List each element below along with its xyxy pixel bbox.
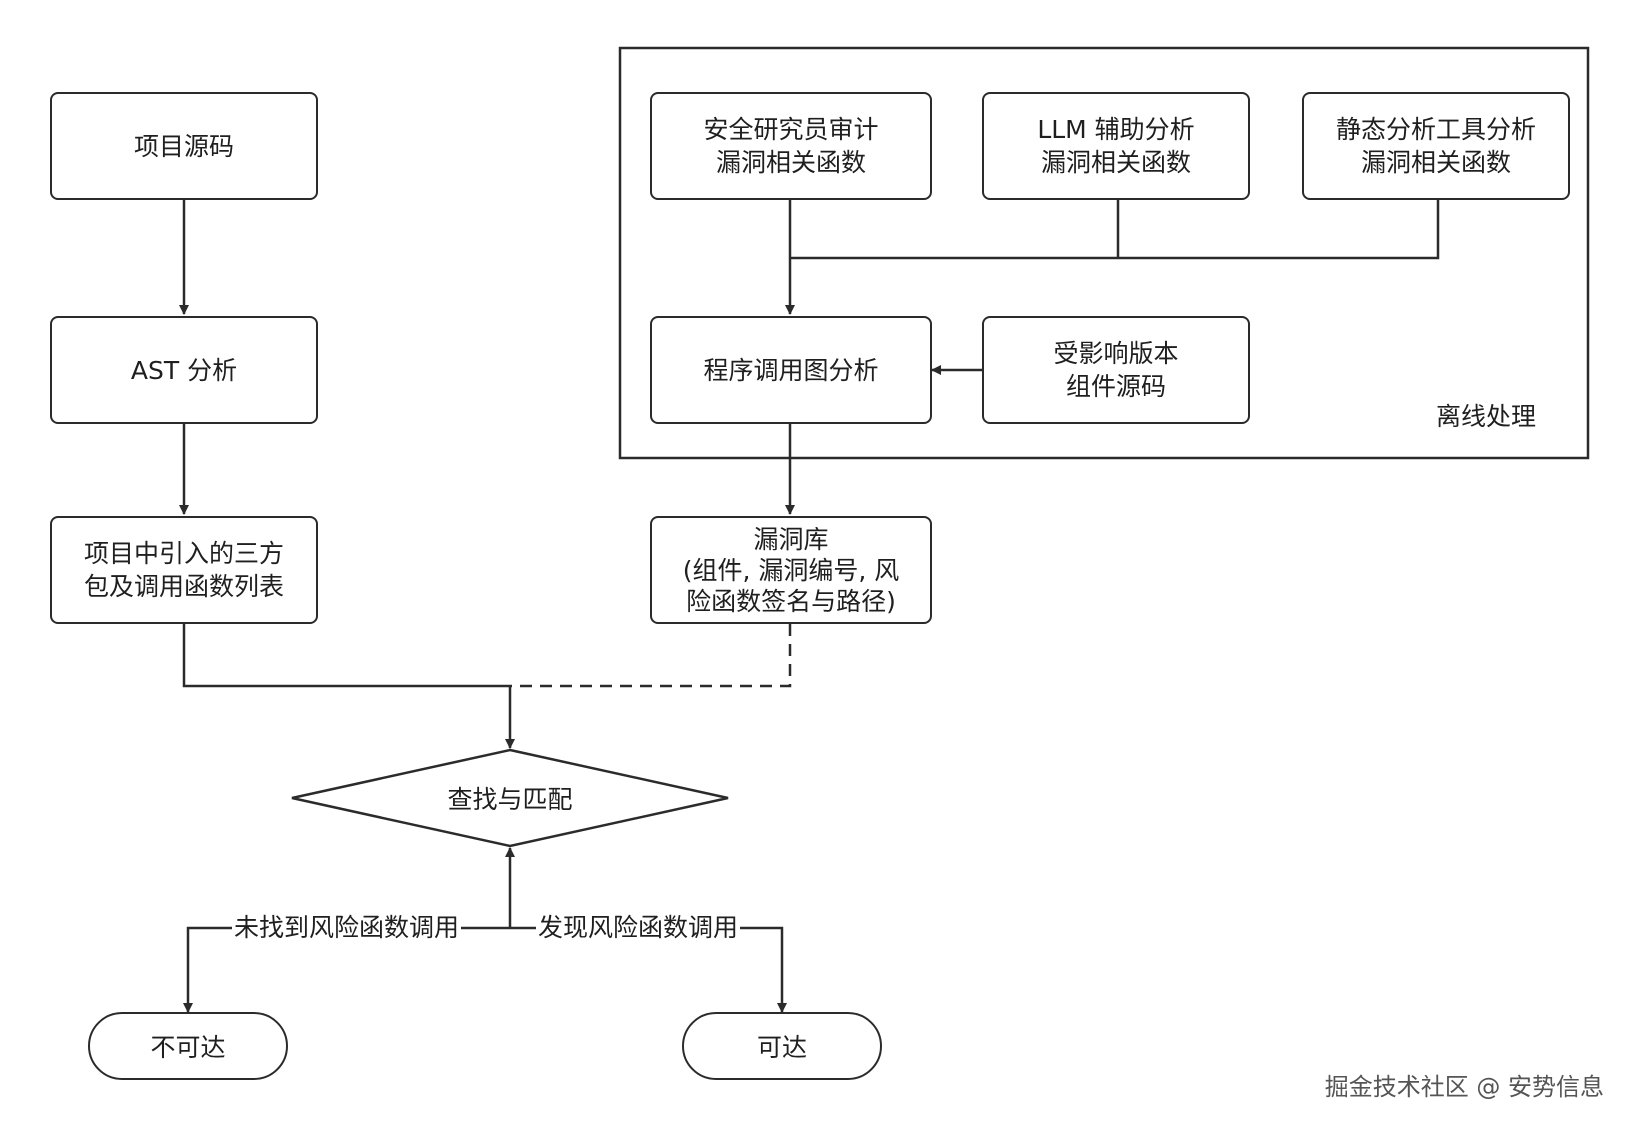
edge-deps-to-merge [182,624,510,688]
node-llm-analysis: LLM 辅助分析 漏洞相关函数 [982,92,1250,200]
decision-label: 查找与匹配 [447,785,573,814]
node-vulnerability-db: 漏洞库 (组件, 漏洞编号, 风 险函数签名与路径) [650,516,932,624]
node-dependency-list: 项目中引入的三方 包及调用函数列表 [50,516,318,624]
node-project-source: 项目源码 [50,92,318,200]
edge-label-found: 发现风险函数调用 [536,913,741,943]
node-researcher-audit: 安全研究员审计 漏洞相关函数 [650,92,932,200]
offline-group-label: 离线处理 [1436,402,1537,431]
node-call-graph-line-1: 程序调用图分析 [703,355,879,385]
node-static-analysis-line-1: 静态分析工具分析 [1335,115,1536,144]
terminal-unreachable: 不可达 [88,1012,288,1080]
node-llm-analysis-line-2: 漏洞相关函数 [1040,148,1191,177]
node-dependency-list-line-2: 包及调用函数列表 [83,572,284,601]
node-affected-source-line-2: 组件源码 [1065,372,1166,401]
node-project-source-line-1: 项目源码 [133,131,234,161]
watermark: 掘金技术社区 @ 安势信息 [1324,1073,1604,1101]
node-call-graph: 程序调用图分析 [650,316,932,424]
node-dependency-list-line-1: 项目中引入的三方 [83,539,284,568]
decision-diamond [291,748,729,848]
node-affected-source-line-1: 受影响版本 [1053,339,1179,368]
node-vulnerability-db-line-2: (组件, 漏洞编号, 风 [682,555,900,585]
node-llm-analysis-line-1: LLM 辅助分析 [1037,115,1195,144]
edge-static-llm-join [790,200,1440,260]
node-vulnerability-db-line-3: 险函数签名与路径) [686,586,896,616]
node-vulnerability-db-line-1: 漏洞库 [753,524,829,554]
edge-label-not-found: 未找到风险函数调用 [232,913,462,943]
node-ast-analysis: AST 分析 [50,316,318,424]
edge-vulndb-to-merge-dashed [510,624,792,688]
node-static-analysis-line-2: 漏洞相关函数 [1360,148,1511,177]
terminal-reachable: 可达 [682,1012,882,1080]
node-affected-source: 受影响版本 组件源码 [982,316,1250,424]
offline-group-frame [618,46,1590,460]
node-researcher-audit-line-2: 漏洞相关函数 [715,148,866,177]
node-ast-analysis-line-1: AST 分析 [130,355,238,385]
node-static-analysis: 静态分析工具分析 漏洞相关函数 [1302,92,1570,200]
node-researcher-audit-line-1: 安全研究员审计 [703,115,879,144]
